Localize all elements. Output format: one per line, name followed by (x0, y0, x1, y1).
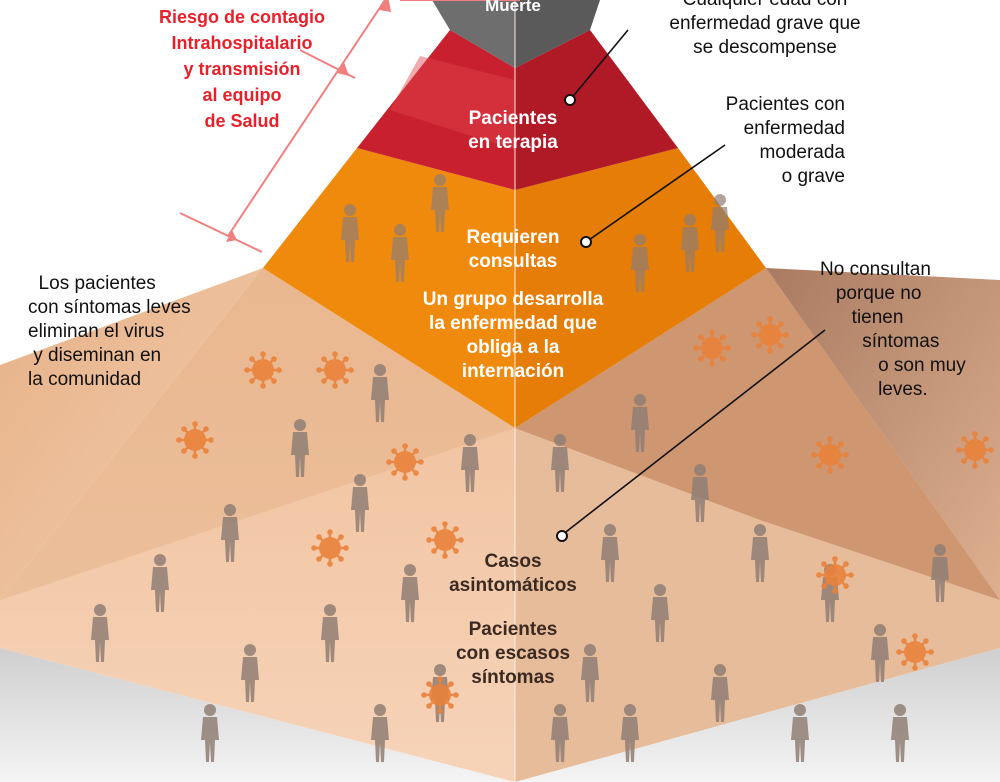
annotation-risk: Riesgo de contagio Intrahospitalario y t… (158, 7, 326, 131)
therapy-tier-left (357, 30, 515, 190)
consult-tier-right (515, 148, 766, 428)
annotation-moderate: Pacientes con enfermedad moderada o grav… (725, 94, 845, 187)
top-tier-right (515, 0, 600, 68)
tier-label-asymptomatic: Casos asintomáticos (449, 551, 577, 596)
pointer-dot (564, 94, 576, 106)
annotation-no-consult: No consultan porque no tienen síntomas o… (820, 259, 966, 400)
annotation-any-age: Cualquier edad con enfermedad grave que … (669, 0, 861, 58)
base-left-edge (0, 268, 263, 600)
pointer-dot (580, 236, 592, 248)
tier-label-hospital: Un grupo desarrolla la enfermedad que ob… (422, 289, 604, 382)
tier-label-death: Muerte (485, 0, 541, 15)
pointer-dot (556, 530, 568, 542)
top-tier-left (432, 0, 515, 68)
pyramid-shadow (0, 648, 1000, 782)
therapy-tier-right (515, 30, 678, 190)
tier-label-consult: Requieren consultas (466, 227, 560, 272)
annotation-mild-spread: Los pacientes con síntomas leves elimina… (28, 273, 191, 390)
tier-label-few-symptoms: Pacientes con escasos síntomas (455, 619, 571, 688)
tier-label-therapy: Pacientes en terapia (468, 108, 558, 153)
pointer-lines (561, 29, 826, 536)
consult-tier-left (263, 148, 515, 428)
